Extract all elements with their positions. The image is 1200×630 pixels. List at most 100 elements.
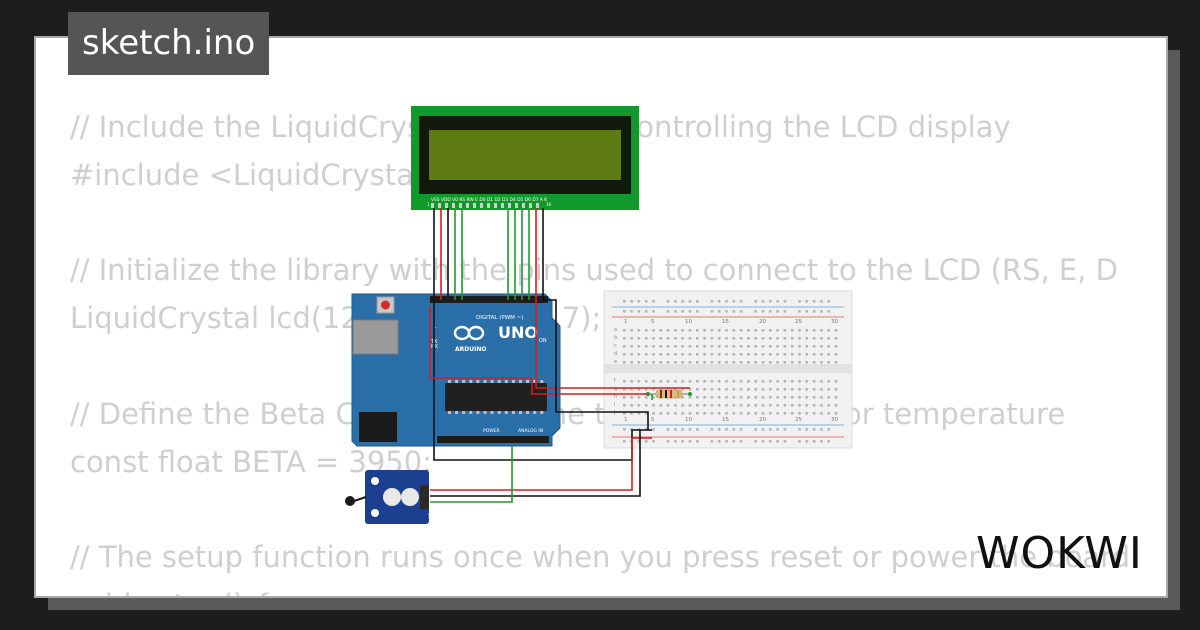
breadboard-hole <box>790 412 794 415</box>
svg-text:20: 20 <box>759 417 766 423</box>
sketch-filename-tab[interactable]: sketch.ino <box>68 12 270 75</box>
breadboard-hole <box>812 440 816 443</box>
breadboard-hole <box>674 428 677 431</box>
breadboard-hole <box>732 337 736 340</box>
breadboard-hole <box>805 329 809 332</box>
breadboard-hole <box>747 329 750 332</box>
svg-text:i: i <box>614 402 615 408</box>
breadboard-hole <box>725 310 728 313</box>
svg-text:e: e <box>614 359 617 365</box>
breadboard-hole <box>630 310 633 313</box>
breadboard-hole <box>805 310 809 313</box>
arduino-infinity-icon <box>453 325 485 341</box>
breadboard-hole <box>630 300 633 303</box>
digital-header <box>430 296 548 303</box>
breadboard-hole <box>761 300 765 303</box>
breadboard-hole <box>739 361 743 364</box>
breadboard-hole <box>827 404 830 407</box>
breadboard-hole <box>637 380 641 383</box>
breadboard-hole <box>790 345 794 348</box>
chip-pin <box>476 411 480 414</box>
breadboard-hole <box>739 396 743 399</box>
lcd-display[interactable]: VSS VDD V0 RS RW E D0 D1 D2 D3 D4 D5 D6 … <box>411 106 639 210</box>
breadboard-hole <box>659 329 663 332</box>
breadboard-hole <box>820 337 823 340</box>
breadboard-hole <box>710 337 714 340</box>
breadboard-hole <box>776 310 779 313</box>
breadboard-hole <box>710 353 714 356</box>
svg-text:30: 30 <box>831 417 838 423</box>
breadboard[interactable]: 1 5 10 15 20 25 30 1 5 10 15 20 25 30 a … <box>603 290 853 449</box>
breadboard-hole <box>652 337 655 340</box>
breadboard-hole <box>754 440 757 443</box>
breadboard-hole <box>688 388 692 391</box>
breadboard-hole <box>696 329 699 332</box>
arduino-uno-board[interactable]: DIGITAL (PWM ~) UNO ARDUINO ON TX RX L P… <box>351 293 561 447</box>
breadboard-hole <box>769 380 772 383</box>
breadboard-hole <box>747 337 750 340</box>
breadboard-hole <box>790 404 794 407</box>
breadboard-hole <box>637 404 641 407</box>
breadboard-hole <box>666 380 670 383</box>
ntc-temperature-sensor[interactable]: S <box>345 470 432 524</box>
uno-logo: UNO <box>498 323 538 342</box>
breadboard-hole <box>623 388 626 391</box>
chip-pin <box>540 380 544 383</box>
breadboard-hole <box>688 396 692 399</box>
breadboard-hole <box>688 300 692 303</box>
breadboard-hole <box>747 380 750 383</box>
breadboard-hole <box>827 337 830 340</box>
chip-pins <box>448 380 544 414</box>
breadboard-hole <box>674 300 677 303</box>
chip-pin <box>497 380 501 383</box>
breadboard-hole <box>776 329 779 332</box>
breadboard-hole <box>783 361 787 364</box>
breadboard-hole <box>761 353 765 356</box>
breadboard-hole <box>681 412 684 415</box>
breadboard-hole <box>790 329 794 332</box>
breadboard-hole <box>688 329 692 332</box>
breadboard-hole <box>776 428 779 431</box>
breadboard-hole <box>754 388 757 391</box>
breadboard-hole <box>644 361 648 364</box>
breadboard-hole <box>674 345 677 348</box>
breadboard-hole <box>644 440 648 443</box>
svg-text:j: j <box>613 410 615 416</box>
power-analog-header <box>437 436 549 443</box>
breadboard-hole <box>666 329 670 332</box>
breadboard-hole <box>688 337 692 340</box>
breadboard-hole <box>827 300 830 303</box>
breadboard-hole <box>637 300 641 303</box>
breadboard-hole <box>623 361 626 364</box>
breadboard-hole <box>725 396 728 399</box>
breadboard-hole <box>681 388 684 391</box>
reset-button-cap <box>381 300 390 310</box>
chip-pin <box>462 411 466 414</box>
breadboard-hole <box>761 404 765 407</box>
svg-text:10: 10 <box>685 417 692 423</box>
breadboard-hole <box>754 412 757 415</box>
breadboard-hole <box>783 345 787 348</box>
breadboard-hole <box>769 310 772 313</box>
sensor-signal-label: S <box>428 513 432 520</box>
breadboard-hole <box>696 404 699 407</box>
svg-text:1: 1 <box>624 319 628 325</box>
breadboard-hole <box>827 388 830 391</box>
chip-pin <box>533 411 537 414</box>
breadboard-hole <box>805 412 809 415</box>
breadboard-hole <box>666 388 670 391</box>
breadboard-hole <box>798 329 801 332</box>
breadboard-hole <box>659 412 663 415</box>
breadboard-hole <box>776 412 779 415</box>
breadboard-hole <box>703 412 706 415</box>
breadboard-hole <box>717 310 721 313</box>
breadboard-hole <box>761 412 765 415</box>
breadboard-hole <box>812 345 816 348</box>
breadboard-hole <box>834 345 838 348</box>
breadboard-hole <box>666 428 670 431</box>
breadboard-hole <box>769 396 772 399</box>
breadboard-hole <box>776 404 779 407</box>
breadboard-hole <box>732 404 736 407</box>
breadboard-hole <box>834 329 838 332</box>
